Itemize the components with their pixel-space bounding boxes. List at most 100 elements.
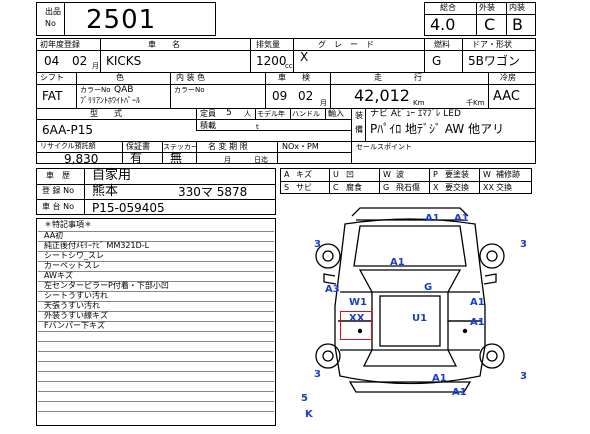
km-unit: Km: [413, 99, 425, 107]
transfer-month-unit: 月: [224, 156, 231, 164]
legend-label-c: 腐食: [346, 183, 362, 192]
mark-rear-bumper: A1: [432, 373, 447, 384]
sticker-label: ステッカー: [163, 143, 198, 151]
history-value: 自家用: [92, 168, 132, 183]
mark-roof: U1: [412, 313, 428, 324]
displacement: 1200: [256, 54, 287, 68]
mark-left-bottom-number: 5: [301, 393, 308, 404]
chassis-no-label: 車 台 No: [42, 202, 74, 211]
mark-left-front-door: W1: [349, 297, 367, 308]
thousand-km-unit: 千Km: [466, 99, 485, 107]
lot-number: 2501: [86, 5, 157, 35]
legend-label-a: キズ: [296, 170, 312, 179]
handle-label: ハンドル: [292, 110, 320, 118]
month-unit: 月: [92, 62, 99, 70]
lot-label-bottom: No: [45, 19, 56, 28]
first-registration-label: 初年度登録: [40, 40, 80, 49]
history-box: [36, 168, 276, 215]
total-score-label: 総合: [440, 3, 456, 12]
mileage: 42,012: [354, 86, 410, 105]
mark-hood: A1: [390, 257, 405, 268]
car-diagram: [315, 207, 505, 393]
legend-label-u: 凹: [346, 170, 354, 179]
legend-label-x: 要交換: [445, 183, 469, 192]
note-line-5: AWキズ: [44, 271, 73, 280]
registration-number: 330マ 5878: [178, 185, 248, 199]
interior-score-label: 内装: [509, 3, 525, 12]
lot-box: [36, 2, 216, 36]
grade: X: [300, 50, 309, 64]
notes-box: [36, 218, 276, 426]
legend-code-w: W: [383, 170, 391, 179]
mark-windshield-glass: G: [424, 282, 433, 293]
legend-code-x: X: [433, 183, 439, 192]
legend-label-repair: 補修跡: [496, 170, 520, 179]
import-label: 輸入: [328, 109, 344, 118]
fuel: G: [432, 54, 442, 68]
interior-color-label: 内 装 色: [176, 73, 206, 82]
warranty-book: 有: [130, 151, 143, 165]
car-name: KICKS: [106, 54, 142, 68]
mark-right-front-door: A1: [470, 297, 485, 308]
inspection-month: 02: [298, 89, 314, 103]
legend-code-a: A: [284, 170, 290, 179]
model-label: 型 式: [90, 109, 122, 118]
mark-rear-bumper-lower: A1: [452, 387, 467, 398]
displacement-label: 排気量: [256, 40, 280, 49]
legend-code-c: C: [333, 183, 339, 192]
mark-left-bottom-letter: K: [305, 409, 313, 420]
capacity: 5: [226, 108, 232, 118]
legend-code-xx: XX: [483, 183, 494, 192]
mark-front-right-corner: 3: [520, 239, 527, 250]
legend-code-s: S: [284, 183, 290, 192]
ac-label: 冷房: [500, 73, 516, 82]
total-score: 4.0: [430, 15, 456, 34]
nox-pm-label: NOx・PM: [282, 142, 319, 151]
inspection-label: 車 検: [278, 73, 310, 82]
note-line-4: カーペットスレ: [44, 261, 100, 270]
info-grid: [36, 38, 536, 164]
legend-code-g: G: [383, 183, 390, 192]
exterior-score-label: 外装: [479, 3, 495, 12]
color-name: ﾌﾞﾘﾘｱﾝﾄﾎﾜｲﾄﾊﾟｰﾙ: [80, 96, 140, 105]
note-line-7: シートうすい汚れ: [44, 291, 108, 300]
equipment-line-1: ナビ Aﾋﾞｭｰ ｴﾏﾌﾞﾚ LED: [370, 109, 461, 119]
warranty-label: 保証書: [126, 142, 150, 151]
interior-color-no-label: カラーNo: [174, 86, 205, 94]
note-line-3: シートシワ_スレ: [44, 251, 104, 260]
recycle-fee: 9,830: [64, 152, 99, 166]
first-registration-month: 02: [72, 54, 88, 68]
equipment-label-top: 装: [355, 111, 363, 120]
chassis-number: P15-059405: [92, 201, 165, 215]
color-label: 色: [116, 73, 124, 82]
equipment-line-2: Pﾊﾟｲﾛ 地ﾃﾞｼﾞ AW 他アリ: [370, 122, 505, 136]
load-unit: t: [256, 123, 259, 131]
note-line-8: 天張うすい汚れ: [44, 301, 100, 310]
legend-code-p: P: [433, 170, 438, 179]
shift: FAT: [42, 89, 63, 103]
fuel-label: 燃料: [434, 40, 450, 49]
model-year-label: モデル年: [257, 110, 285, 118]
car-name-label: 車 名: [148, 40, 180, 49]
door-shape-label: ドア・形状: [472, 40, 512, 49]
cc-unit: cc: [285, 62, 293, 70]
legend-label-xx: 交換: [496, 183, 512, 192]
legend-label-g: 飛石傷: [396, 183, 420, 192]
interior-score: B: [512, 15, 523, 34]
load-label: 積載: [200, 121, 216, 130]
note-line-10: Fバンパー下キズ: [44, 321, 106, 330]
color-no: QAB: [114, 85, 134, 95]
shift-label: シフト: [40, 73, 64, 82]
model-code: 6AA-P15: [42, 123, 93, 137]
mark-rear-right-corner: 3: [520, 371, 527, 382]
registration-no-label: 登 録 No: [42, 186, 74, 195]
legend-code-repair: W: [483, 170, 491, 179]
inspection-month-unit: 月: [320, 99, 327, 107]
exterior-score: C: [484, 15, 496, 34]
capacity-unit: 人: [244, 110, 251, 118]
history-label: 車 歴: [46, 171, 70, 180]
legend-label-w: 波: [396, 170, 404, 179]
legend-label-p: 要塗装: [445, 170, 469, 179]
legend-code-u: U: [333, 170, 339, 179]
